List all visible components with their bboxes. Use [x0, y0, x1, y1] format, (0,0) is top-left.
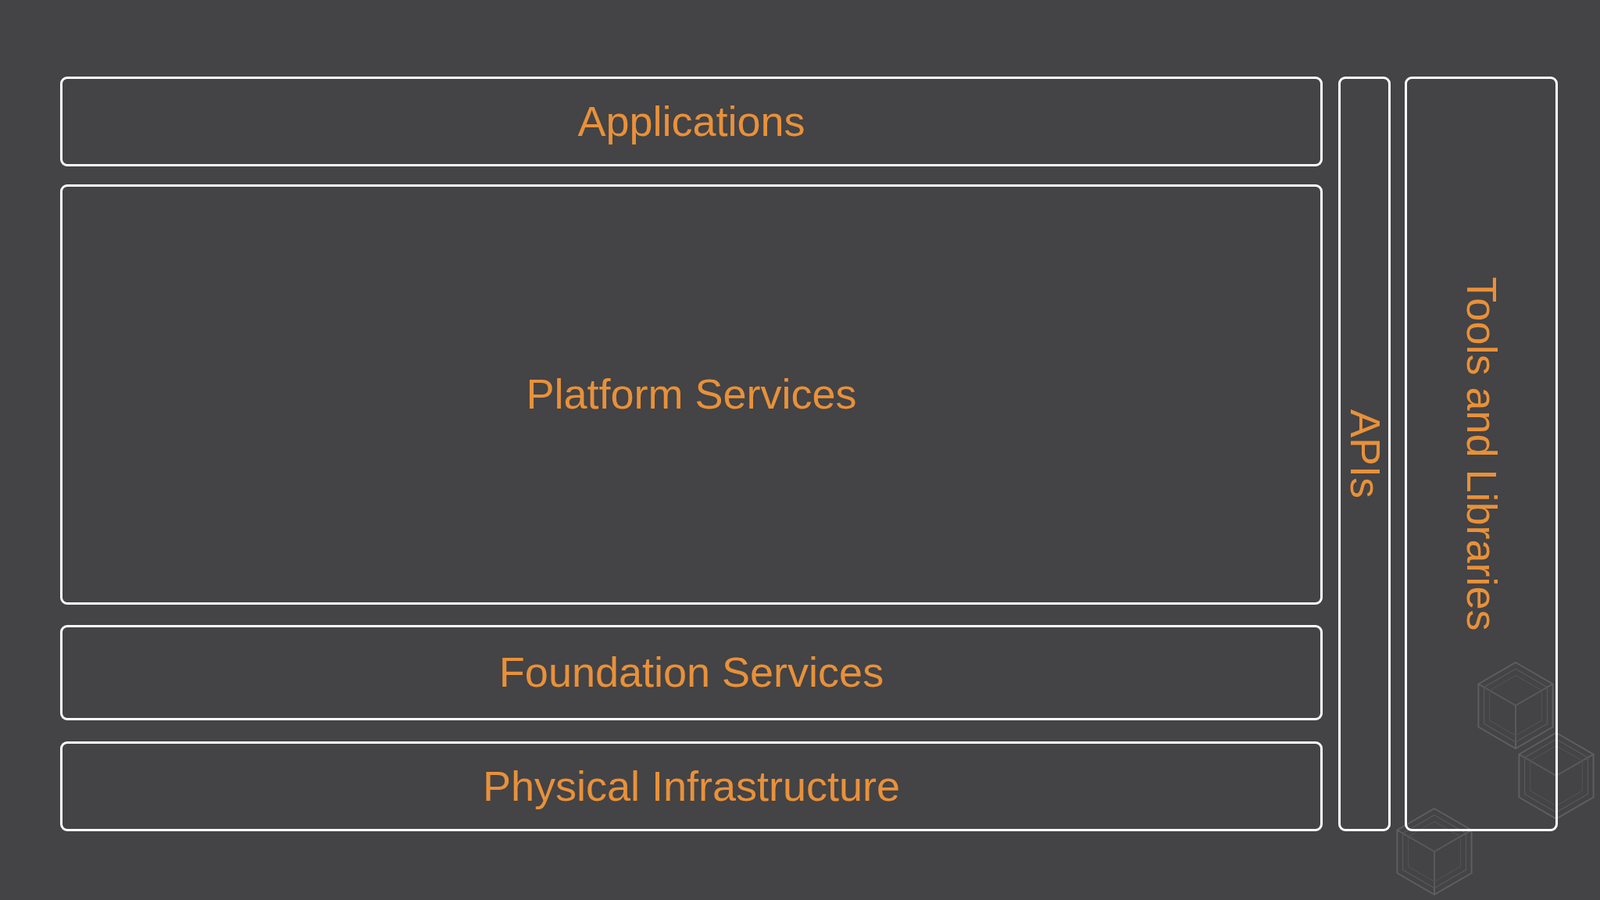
- cube-icon: [1396, 808, 1472, 895]
- layer-label: Platform Services: [525, 371, 857, 418]
- column-label: APIs: [1341, 409, 1388, 499]
- column-label: Tools and Libraries: [1457, 276, 1504, 631]
- layer-box: Applications: [60, 76, 1323, 167]
- layer-label: Physical Infrastructure: [482, 763, 900, 810]
- side-column-box: Tools and Libraries: [1404, 76, 1558, 832]
- layer-box: Physical Infrastructure: [60, 741, 1323, 832]
- cube-icon: [1478, 662, 1553, 749]
- layer-label: Foundation Services: [499, 649, 884, 696]
- layer-label: Applications: [577, 98, 805, 145]
- side-column-box: APIs: [1338, 76, 1391, 832]
- layer-box: Foundation Services: [60, 625, 1323, 721]
- layer-box: Platform Services: [60, 184, 1323, 605]
